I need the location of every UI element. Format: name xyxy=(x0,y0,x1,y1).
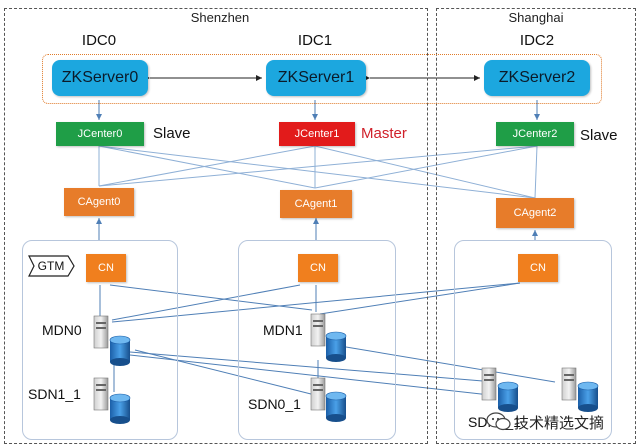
jcenter0-role: Slave xyxy=(153,125,191,142)
node-group-idc0 xyxy=(22,240,178,440)
gtm-label[interactable]: GTM xyxy=(37,259,65,273)
database-icon xyxy=(577,381,599,412)
server-icon xyxy=(310,377,326,411)
watermark-text: 技术精选文摘 xyxy=(514,415,605,432)
region-shanghai-label: Shanghai xyxy=(508,10,564,25)
mdn1-label: MDN1 xyxy=(263,322,303,338)
node-group-idc1 xyxy=(238,240,396,440)
cn-node-idc2[interactable]: CN xyxy=(518,254,558,282)
gtm-tag-shape xyxy=(28,255,75,277)
cagent0-node[interactable]: CAgent0 xyxy=(64,188,134,216)
server-icon xyxy=(93,315,109,349)
database-icon xyxy=(325,391,347,422)
zkserver0-node[interactable]: ZKServer0 xyxy=(52,60,148,96)
idc0-label: IDC0 xyxy=(81,32,117,49)
database-icon xyxy=(325,331,347,362)
zkserver1-node[interactable]: ZKServer1 xyxy=(266,60,366,96)
server-icon xyxy=(481,367,497,401)
cn-node-idc1[interactable]: CN xyxy=(298,254,338,282)
cagent1-node[interactable]: CAgent1 xyxy=(280,190,352,218)
mdn0-label: MDN0 xyxy=(42,322,82,338)
cn-node-idc0[interactable]: CN xyxy=(86,254,126,282)
region-shenzhen-label: Shenzhen xyxy=(190,10,250,25)
cn-mdn-mesh xyxy=(99,282,521,323)
server-icon xyxy=(310,313,326,347)
jcenter0-node[interactable]: JCenter0 xyxy=(56,122,144,146)
database-icon xyxy=(497,381,519,412)
database-icon xyxy=(109,393,131,424)
server-icon xyxy=(561,367,577,401)
node-group-idc2 xyxy=(454,240,612,440)
jcenter2-node[interactable]: JCenter2 xyxy=(496,122,574,146)
jcenter1-node[interactable]: JCenter1 xyxy=(279,122,355,146)
idc2-label: IDC2 xyxy=(519,32,555,49)
sdn0-1-label: SDN0_1 xyxy=(248,396,301,412)
idc1-label: IDC1 xyxy=(297,32,333,49)
database-icon xyxy=(109,335,131,366)
server-icon xyxy=(93,377,109,411)
jcenter1-role: Master xyxy=(361,125,407,142)
jcenter2-role: Slave xyxy=(580,127,618,144)
region-shenzhen xyxy=(4,8,428,444)
cagent2-node[interactable]: CAgent2 xyxy=(496,198,574,228)
sdn1-1-label: SDN1_1 xyxy=(28,386,81,402)
replication-links xyxy=(113,345,556,396)
zkserver2-node[interactable]: ZKServer2 xyxy=(484,60,590,96)
zookeeper-cluster-band xyxy=(42,54,602,104)
jcenter-cagent-mesh xyxy=(98,145,538,199)
wechat-icon xyxy=(486,412,511,431)
region-shanghai xyxy=(436,8,636,444)
